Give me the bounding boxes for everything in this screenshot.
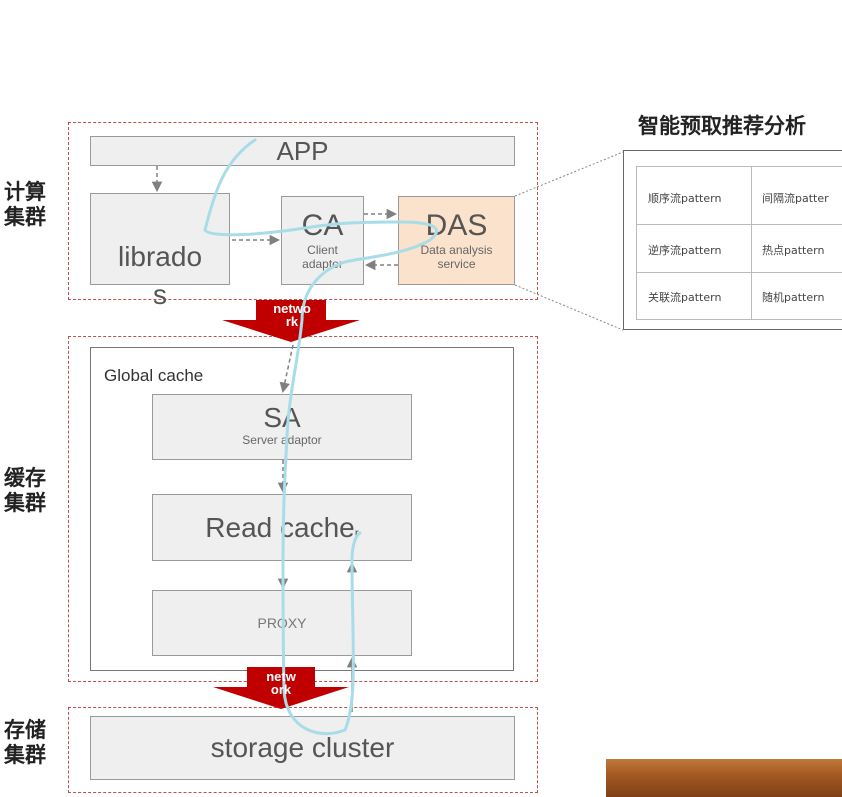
das-label: DAS [425,209,488,242]
recommend-table-vline [751,166,752,320]
recommend-cell: 顺序流pattern [648,192,722,205]
recommend-cell: 逆序流pattern [648,244,722,257]
librados-box: librado s [90,193,230,310]
global-cache-label: Global cache [104,366,204,385]
recommend-table-hline [636,224,842,225]
ca-sub-label: Client adaptor [302,243,343,271]
recommend-table [636,166,842,320]
sa-label: SA [263,402,301,433]
app-label: APP [276,136,329,166]
recommend-cell: 随机pattern [762,291,825,304]
ca-box: CA Client adaptor [281,196,364,285]
sa-box: SA Server adaptor [152,394,412,460]
librados-label: librado s [117,241,203,310]
cache-cluster-label: 缓存 集群 [4,466,46,515]
das-box: DAS Data analysis service [398,196,515,285]
network-label-bottom: netw ork [266,669,296,697]
das-sub-label: Data analysis service [420,243,493,271]
recommend-title: 智能预取推荐分析 [638,114,806,138]
read-cache-box: Read cacher [152,494,412,561]
storage-cluster-label: storage cluster [210,732,395,763]
recommend-table-hline [636,272,842,273]
read-cache-suffix: r [354,526,359,540]
storage-cluster-box: storage cluster [90,716,515,780]
proxy-label: PROXY [257,615,307,631]
recommend-cell: 间隔流patter [762,192,829,205]
wood-strip-image [606,759,842,797]
compute-cluster-label: 计算 集群 [4,180,46,229]
app-box: APP [90,136,515,166]
storage-cluster-label: 存储 集群 [4,718,46,767]
proxy-box: PROXY [152,590,412,656]
recommend-cell: 热点pattern [762,244,825,257]
recommend-cell: 关联流pattern [648,291,722,304]
read-cache-label: Read cache [205,512,355,543]
network-label-top: netwo rk [273,301,311,329]
sa-sub-label: Server adaptor [242,433,322,447]
ca-label: CA [301,209,344,242]
